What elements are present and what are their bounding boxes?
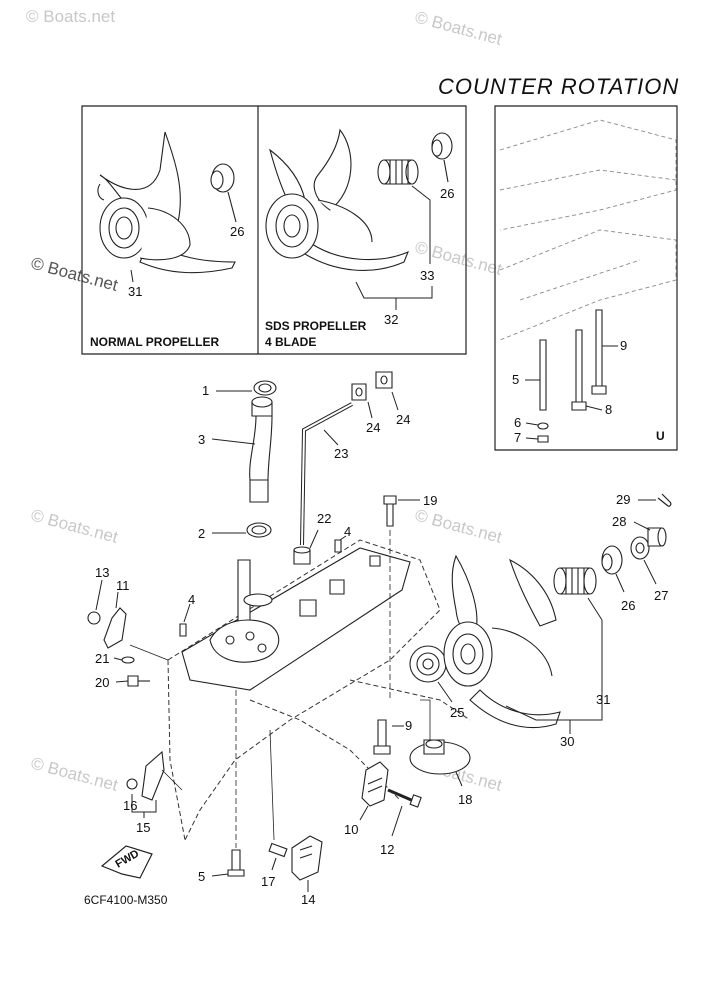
- anode-bracket-15: [127, 752, 164, 800]
- lower-case-top: [182, 548, 410, 690]
- callout-9: 9: [405, 718, 412, 733]
- callout-32: 32: [384, 312, 398, 327]
- normal-propeller-illustration: [98, 132, 235, 273]
- callout-11: 11: [116, 578, 130, 593]
- bolt-5: [228, 850, 244, 876]
- callout-5: 5: [198, 869, 205, 884]
- callout-30: 30: [560, 734, 574, 749]
- washer-26-sds: [432, 133, 452, 182]
- propeller-options-box: [82, 106, 466, 354]
- callout-7: 7: [514, 430, 521, 445]
- housing-detail-illustration: [500, 120, 676, 340]
- normal-propeller-label: NORMAL PROPELLER: [90, 335, 219, 349]
- callout-26: 26: [621, 598, 635, 613]
- callout-1: 1: [202, 383, 209, 398]
- callout-24: 24: [396, 412, 410, 427]
- callout-16: 16: [123, 798, 137, 813]
- bolt-19: [384, 496, 396, 526]
- callout-18: 18: [458, 792, 472, 807]
- dowel-pins-4: [180, 540, 341, 636]
- sds-propeller-label-1: SDS PROPELLER: [265, 319, 367, 333]
- callout-22: 22: [317, 511, 331, 526]
- fwd-arrow-icon: FWD: [102, 846, 152, 878]
- anode-18: [410, 740, 470, 774]
- callout-26: 26: [440, 186, 454, 201]
- callout-20: 20: [95, 675, 109, 690]
- callout-23: 23: [334, 446, 348, 461]
- watermark: © Boats.net: [26, 7, 115, 26]
- washer-26-right: [602, 546, 622, 574]
- tube-23-inner: [302, 404, 352, 545]
- watermark: © Boats.net: [413, 506, 504, 547]
- spline-hub-33: [378, 160, 418, 184]
- callout-6: 6: [514, 415, 521, 430]
- cover-14: [292, 836, 322, 880]
- trim-tab-10: [362, 762, 388, 806]
- callout-12: 12: [380, 842, 394, 857]
- thrust-bushing-25: [410, 646, 446, 682]
- callout-9: 9: [620, 338, 627, 353]
- callout-31: 31: [128, 284, 142, 299]
- water-tube-parts: [247, 381, 276, 537]
- callout-4: 4: [344, 524, 351, 539]
- callout-27: 27: [654, 588, 668, 603]
- callout-2: 2: [198, 526, 205, 541]
- grommets-24: [352, 372, 392, 400]
- callout-29: 29: [616, 492, 630, 507]
- main-propeller-illustration: [444, 556, 560, 728]
- callout-15: 15: [136, 820, 150, 835]
- callout-17: 17: [261, 874, 275, 889]
- sds-propeller-illustration: [266, 130, 408, 270]
- corner-u-label: U: [656, 429, 665, 443]
- spline-hub-31: [554, 568, 596, 594]
- watermark: © Boats.net: [29, 254, 120, 295]
- diagram-code: 6CF4100-M350: [84, 893, 168, 907]
- callout-26: 26: [230, 224, 244, 239]
- nut-28: [648, 528, 666, 546]
- watermark: © Boats.net: [413, 8, 504, 49]
- callout-28: 28: [612, 514, 626, 529]
- callout-4: 4: [188, 592, 195, 607]
- callout-8: 8: [605, 402, 612, 417]
- watermark: © Boats.net: [29, 754, 120, 795]
- watermark: © Boats.net: [29, 506, 120, 547]
- washer-26-normal: [211, 164, 236, 222]
- bolt-12: [388, 790, 421, 807]
- callout-3: 3: [198, 432, 205, 447]
- sds-propeller-label-2: 4 BLADE: [265, 335, 316, 349]
- callout-10: 10: [344, 822, 358, 837]
- cotter-pin-29: [658, 494, 671, 506]
- callout-13: 13: [95, 565, 109, 580]
- housing-detail-box: [495, 106, 677, 450]
- diagram-title: COUNTER ROTATION: [438, 74, 680, 99]
- screw-17: [269, 844, 287, 870]
- callout-25: 25: [450, 705, 464, 720]
- left-side-parts: [88, 608, 150, 686]
- callout-19: 19: [423, 493, 437, 508]
- bolt-9: [374, 720, 390, 754]
- collar-22: [294, 547, 310, 564]
- callout-24: 24: [366, 420, 380, 435]
- callout-33: 33: [420, 268, 434, 283]
- callout-5: 5: [512, 372, 519, 387]
- washer-27: [631, 537, 649, 559]
- callout-14: 14: [301, 892, 315, 907]
- callout-31: 31: [596, 692, 610, 707]
- callout-21: 21: [95, 651, 109, 666]
- studs-5-8-9: [538, 310, 606, 442]
